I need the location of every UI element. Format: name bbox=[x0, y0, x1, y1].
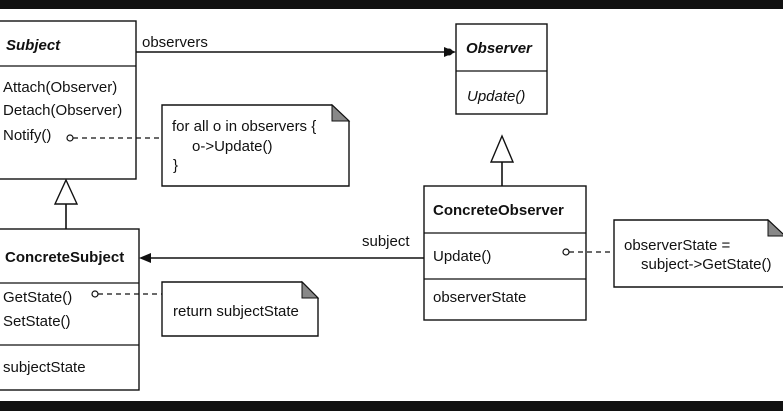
update-note-line-1: observerState = bbox=[624, 237, 731, 254]
subject-class-name: Subject bbox=[6, 37, 61, 54]
update-note-fold bbox=[767, 218, 783, 237]
observers-association: observers bbox=[136, 34, 456, 57]
observer-class: Observer Update() bbox=[455, 23, 548, 115]
notify-note-line-3: } bbox=[173, 157, 178, 174]
observer-class-name: Observer bbox=[466, 40, 533, 57]
notify-note-line-2: o->Update() bbox=[192, 138, 272, 155]
concrete-subject-class: ConcreteSubject GetState() SetState() su… bbox=[0, 228, 140, 391]
getstate-note: return subjectState bbox=[91, 280, 320, 337]
notify-note-line-1: for all o in observers { bbox=[172, 118, 316, 135]
concrete-observer-class-name: ConcreteObserver bbox=[433, 202, 564, 219]
concrete-subject-class-name: ConcreteSubject bbox=[5, 249, 124, 266]
concrete-subject-op-getstate: GetState() bbox=[3, 289, 72, 306]
top-frame-bar bbox=[0, 0, 783, 9]
notify-anchor-circle bbox=[66, 134, 74, 142]
concrete-observer-attr-observerstate: observerState bbox=[433, 289, 526, 306]
concrete-observer-class: ConcreteObserver Update() observerState bbox=[423, 185, 587, 321]
observer-inheritance-triangle bbox=[489, 134, 515, 163]
subject-op-attach: Attach(Observer) bbox=[3, 79, 117, 96]
notify-note: for all o in observers { o->Update() } bbox=[66, 103, 351, 187]
subject-op-detach: Detach(Observer) bbox=[3, 102, 122, 119]
getstate-anchor-circle bbox=[91, 290, 99, 298]
concrete-subject-attr-subjectstate: subjectState bbox=[3, 359, 86, 376]
update-note-line-2: subject->GetState() bbox=[641, 256, 771, 273]
subject-class: Subject Attach(Observer) Detach(Observer… bbox=[0, 20, 137, 180]
observer-inheritance bbox=[489, 134, 515, 186]
update-note: observerState = subject->GetState() bbox=[562, 218, 783, 288]
observers-association-label: observers bbox=[142, 34, 208, 51]
notify-note-fold bbox=[331, 103, 351, 122]
update-anchor-circle bbox=[562, 248, 570, 256]
getstate-note-line-1: return subjectState bbox=[173, 303, 299, 320]
subject-association-label: subject bbox=[362, 233, 410, 250]
observers-multiplicity-dot bbox=[445, 48, 453, 56]
subject-arrowhead bbox=[139, 253, 151, 263]
observer-op-update: Update() bbox=[467, 88, 525, 105]
bottom-frame-bar bbox=[0, 401, 783, 411]
subject-inheritance-triangle bbox=[53, 178, 79, 205]
subject-association: subject bbox=[139, 233, 424, 263]
subject-op-notify: Notify() bbox=[3, 127, 51, 144]
getstate-note-fold bbox=[301, 280, 320, 299]
concrete-observer-op-update: Update() bbox=[433, 248, 491, 265]
subject-inheritance bbox=[53, 178, 79, 229]
concrete-subject-op-setstate: SetState() bbox=[3, 313, 71, 330]
